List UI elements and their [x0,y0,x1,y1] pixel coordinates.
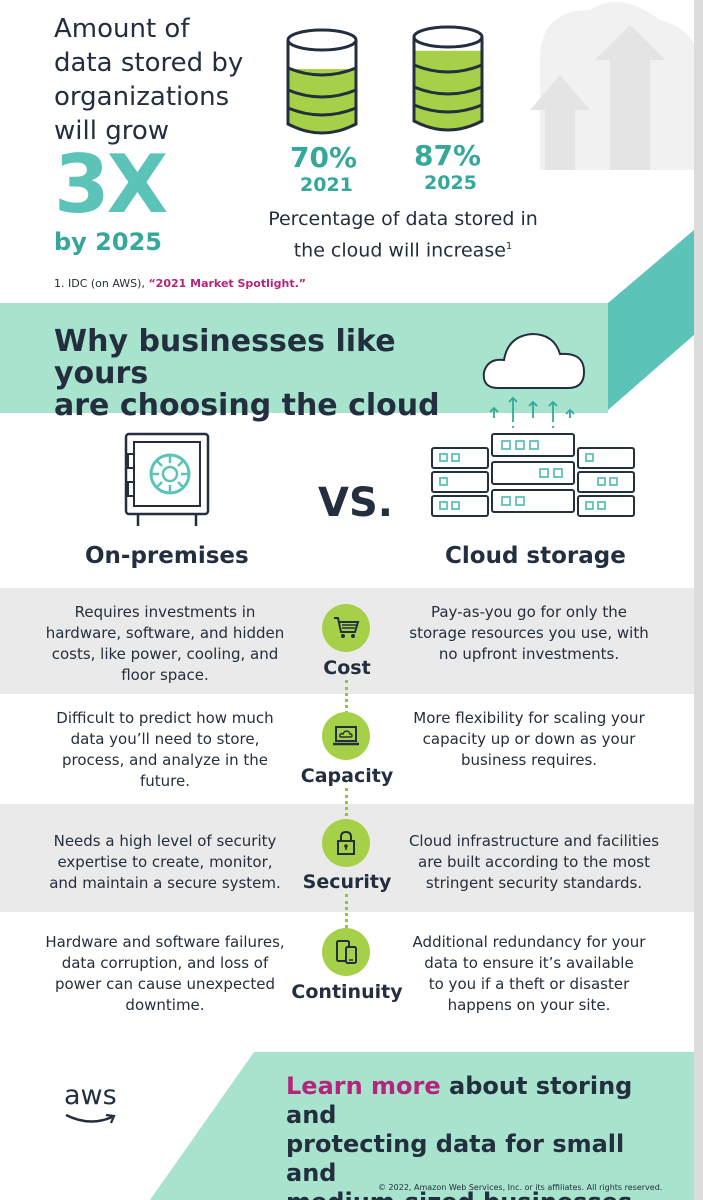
stat-2025-percent: 87% [414,139,482,172]
lock-icon [337,830,355,855]
text-line: to you if a theft or disaster [428,975,630,993]
text-line: Difficult to predict how much [56,709,274,727]
text-line: stringent security standards. [425,874,643,892]
text-line: Pay-as-you go for only the [430,603,628,621]
text-line: Cloud infrastructure and facilities [408,832,660,850]
text-line: Requires investments in [74,603,256,621]
footnote-marker: 1 [505,241,513,252]
text-line: data you’ll need to store, [70,730,260,748]
intro-text: Amount of data stored by organizations w… [54,12,274,148]
cloud-cost-text: Pay-as-you go for only the storage resou… [404,602,654,665]
footnote-link[interactable]: “2021 Market Spotlight.” [148,277,307,290]
comparison-row-continuity: Hardware and software failures, data cor… [0,912,694,1032]
database-2021-icon [286,28,358,135]
text-line: future. [139,772,190,790]
comparison-row-capacity: Difficult to predict how much data you’l… [0,694,694,804]
stat-2021-year: 2021 [300,174,353,196]
connector-dots [345,894,348,928]
text-line: business requires. [460,751,598,769]
devices-icon [336,940,357,964]
database-2025-icon [412,25,484,132]
text-line: data corruption, and loss of [61,954,269,972]
text-line: Hardware and software failures, [45,933,285,951]
security-label: Security [302,871,392,893]
connector-dots [345,680,348,714]
text-line: no upfront investments. [438,645,620,663]
cloud-continuity-text: Additional redundancy for your data to e… [404,932,654,1016]
cloud-upload-watermark-icon [530,2,694,170]
text-line: capacity up or down as your [422,730,636,748]
cloud-upload-icon [482,332,586,428]
text-line: More flexibility for scaling your [413,709,645,727]
banner-title-line: are choosing the cloud [54,388,440,423]
cloud-storage-heading: Cloud storage [445,543,626,569]
stat-2021-percent: 70% [290,141,358,174]
text-line: costs, like power, cooling, and [51,645,279,663]
server-rack-icon [431,433,635,517]
intro-line: Amount of [54,14,190,44]
cloud-increase-caption: Percentage of data stored in the cloud w… [258,206,548,264]
cloud-capacity-text: More flexibility for scaling your capaci… [404,708,654,771]
stat-2025-year: 2025 [424,172,477,194]
text-line: data to ensure it’s available [424,954,634,972]
footnote: 1. IDC (on AWS), “2021 Market Spotlight.… [54,277,306,290]
text-line: Needs a high level of security [53,832,277,850]
cart-icon [334,617,360,638]
text-line: and maintain a secure system. [49,874,281,892]
aws-smile-icon [65,1113,116,1124]
laptop-cloud-icon [333,726,359,746]
text-line: power can cause unexpected [54,975,276,993]
cta-line: about storing and [286,1072,633,1129]
cta-line: medium-sized businesses with AWS. [286,1188,666,1200]
growth-stat: 3X [54,138,168,231]
intro-line: will grow [54,116,169,146]
banner-title: Why businesses like yours are choosing t… [54,326,474,422]
copyright-text: © 2022, Amazon Web Services, Inc. or its… [378,1183,663,1192]
connector-dots [345,788,348,822]
intro-line: data stored by [54,48,244,78]
text-line: Additional redundancy for your [412,933,646,951]
on-premises-security-text: Needs a high level of security expertise… [40,831,290,894]
capacity-label: Capacity [300,765,394,787]
capacity-badge [322,712,370,760]
page-edge [694,0,703,1200]
text-line: storage resources you use, with [409,624,649,642]
footnote-source: 1. IDC (on AWS), [54,277,149,290]
cost-label: Cost [323,657,371,679]
banner-accent-shape [608,230,694,410]
aws-logo: aws [64,1080,117,1111]
text-line: floor space. [121,666,209,684]
continuity-label: Continuity [291,981,403,1003]
cost-badge [322,604,370,652]
text-line: are built according to the most [418,853,650,871]
caption-line: Percentage of data stored in [268,208,538,230]
on-premises-heading: On-premises [85,543,249,569]
on-premises-continuity-text: Hardware and software failures, data cor… [40,932,290,1016]
safe-icon [124,432,210,526]
growth-stat-year: by 2025 [54,228,162,256]
cloud-security-text: Cloud infrastructure and facilities are … [404,831,664,894]
text-line: downtime. [125,996,205,1014]
learn-more-link[interactable]: Learn more [286,1072,441,1100]
caption-line: the cloud will increase [293,239,506,262]
on-premises-cost-text: Requires investments in hardware, softwa… [40,602,290,686]
text-line: process, and analyze in the [61,751,269,769]
text-line: happens on your site. [447,996,611,1014]
continuity-badge [322,928,370,976]
versus-label: VS. [318,480,393,526]
learn-more-cta[interactable]: Learn more about storing and protecting … [286,1072,666,1200]
security-badge [322,819,370,867]
cta-line: protecting data for small and [286,1130,625,1187]
text-line: expertise to create, monitor, [57,853,273,871]
text-line: hardware, software, and hidden [45,624,285,642]
on-premises-capacity-text: Difficult to predict how much data you’l… [40,708,290,792]
intro-line: organizations [54,82,230,112]
footer-band [150,1052,694,1200]
banner-title-line: Why businesses like yours [54,324,396,391]
